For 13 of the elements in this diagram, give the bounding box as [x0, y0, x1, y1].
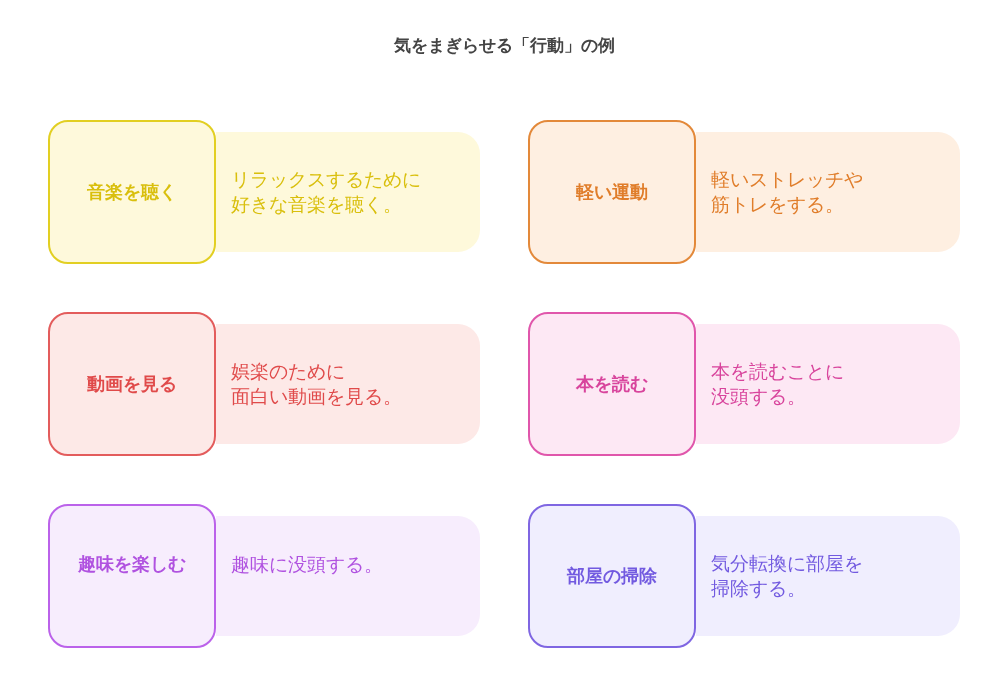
topic-card: 部屋の掃除 — [528, 504, 696, 648]
topic-card: 趣味を楽しむ — [48, 504, 216, 648]
topic-card: 軽い運動 — [528, 120, 696, 264]
description-panel: 軽いストレッチや筋トレをする。 — [696, 132, 960, 252]
description-panel: 趣味に没頭する。 — [216, 516, 480, 636]
description-panel: リラックスするために好きな音楽を聴く。 — [216, 132, 480, 252]
description-panel: 気分転換に部屋を掃除する。 — [696, 516, 960, 636]
topic-card: 音楽を聴く — [48, 120, 216, 264]
title: 気をまぎらせる「行動」の例 — [392, 34, 616, 57]
topic-card: 動画を見る — [48, 312, 216, 456]
topic-card: 本を読む — [528, 312, 696, 456]
description-panel: 娯楽のために面白い動画を見る。 — [216, 324, 480, 444]
description-panel: 本を読むことに没頭する。 — [696, 324, 960, 444]
